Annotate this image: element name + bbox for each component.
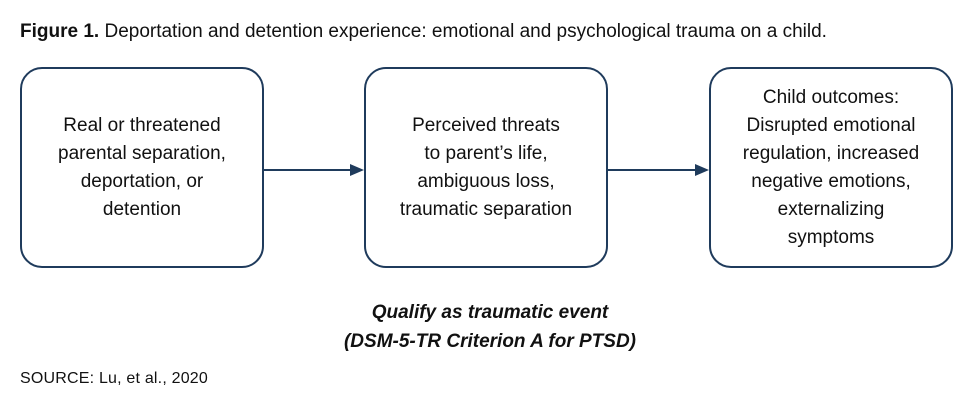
flow-box-perceived-threats-text: Perceived threats to parent’s life, ambi…: [399, 114, 573, 220]
flow-box-perceived-threats: Perceived threats to parent’s life, ambi…: [364, 67, 608, 268]
figure-title: Deportation and detention experience: em…: [99, 21, 827, 42]
qualify-line-1: Qualify as traumatic event: [371, 302, 609, 323]
figure-label: Figure 1.: [20, 21, 100, 42]
flow-box-cause: Real or threatened parental separation, …: [20, 67, 264, 268]
arrow-1: [264, 164, 364, 176]
qualify-line-2: (DSM-5-TR Criterion A for PTSD): [343, 331, 637, 352]
figure-caption: Figure 1. Deportation and detention expe…: [20, 20, 827, 44]
arrow-2: [608, 164, 709, 176]
flow-box-child-outcomes-text: Child outcomes: Disrupted emotional regu…: [742, 86, 920, 248]
flow-box-child-outcomes: Child outcomes: Disrupted emotional regu…: [709, 67, 953, 268]
source-citation: SOURCE: Lu, et al., 2020: [20, 370, 209, 387]
flow-box-cause-text: Real or threatened parental separation, …: [58, 114, 226, 220]
